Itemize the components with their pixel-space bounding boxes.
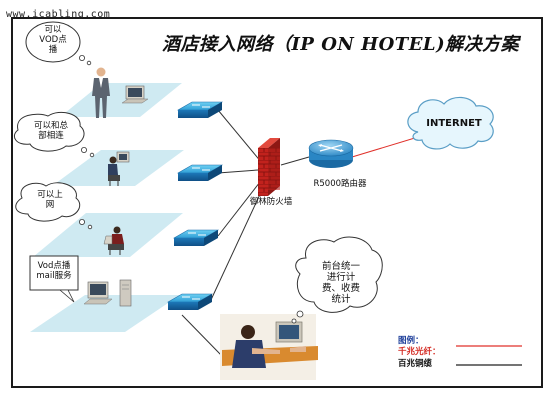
callout-line: 可以上 bbox=[37, 190, 63, 200]
callout-line: 可以和总 bbox=[33, 121, 68, 131]
callout-line: 费、收费 bbox=[321, 282, 360, 294]
callout-line: 播 bbox=[48, 44, 58, 55]
legend-fiber-label: 千兆光纤： bbox=[398, 347, 441, 357]
front-desk-photo bbox=[220, 314, 318, 380]
callout-text-floor-3: 可以上 网 bbox=[24, 190, 76, 211]
floor-platform-1 bbox=[60, 83, 182, 117]
callout-bubble-2 bbox=[14, 111, 95, 158]
person-at-desk-1 bbox=[108, 151, 130, 186]
person-at-desk-2 bbox=[103, 226, 124, 255]
switch-3 bbox=[172, 229, 220, 246]
floor-platform-2 bbox=[52, 150, 184, 186]
person-standing bbox=[92, 67, 110, 118]
router-label: R5000路由器 bbox=[313, 179, 367, 189]
callout-text-floor-4: Vod点播 mail服务 bbox=[30, 261, 78, 282]
watermark: www.icabling.com bbox=[6, 9, 111, 20]
callout-line: 进行计 bbox=[326, 271, 356, 283]
copper-cables bbox=[181, 109, 310, 357]
switch-4 bbox=[166, 293, 214, 310]
diagram-title: 酒店接入网络（IP ON HOTEL)解决方案 bbox=[162, 34, 520, 55]
switch-1 bbox=[176, 101, 224, 118]
callout-line: Vod点播 bbox=[37, 261, 71, 271]
callout-line: mail服务 bbox=[36, 270, 72, 281]
callout-bubble-front-desk bbox=[291, 236, 383, 324]
firewall-icon bbox=[258, 138, 280, 196]
callout-line: 可以 bbox=[44, 25, 62, 35]
callout-line: 部相连 bbox=[38, 130, 64, 141]
internet-cloud bbox=[407, 96, 494, 150]
callout-line: VOD点 bbox=[39, 34, 67, 45]
floor-platform-4 bbox=[30, 295, 180, 332]
callout-bubble-3 bbox=[15, 182, 93, 230]
callout-bubble-1 bbox=[25, 21, 92, 66]
callout-line: 前台统一 bbox=[321, 261, 360, 272]
callout-text-floor-2: 可以和总 部相连 bbox=[22, 121, 80, 142]
internet-label: INTERNET bbox=[426, 118, 482, 129]
computer-1 bbox=[121, 85, 149, 104]
legend-title: 图例： bbox=[398, 336, 424, 346]
callout-box-4 bbox=[29, 255, 79, 303]
legend-copper-label: 百兆铜缆 bbox=[398, 359, 433, 369]
switch-2 bbox=[176, 164, 224, 181]
callout-text-floor-1: 可以 VOD点 播 bbox=[33, 25, 73, 55]
floor-platform-3 bbox=[33, 213, 183, 257]
firewall-label: 御林防火墙 bbox=[249, 197, 293, 207]
router-icon bbox=[308, 139, 354, 168]
computer-4 bbox=[83, 279, 132, 307]
callout-line: 统计 bbox=[331, 293, 351, 305]
callout-text-front-desk: 前台统一 进行计 费、收费 统计 bbox=[310, 261, 372, 306]
callout-line: 网 bbox=[45, 199, 55, 210]
